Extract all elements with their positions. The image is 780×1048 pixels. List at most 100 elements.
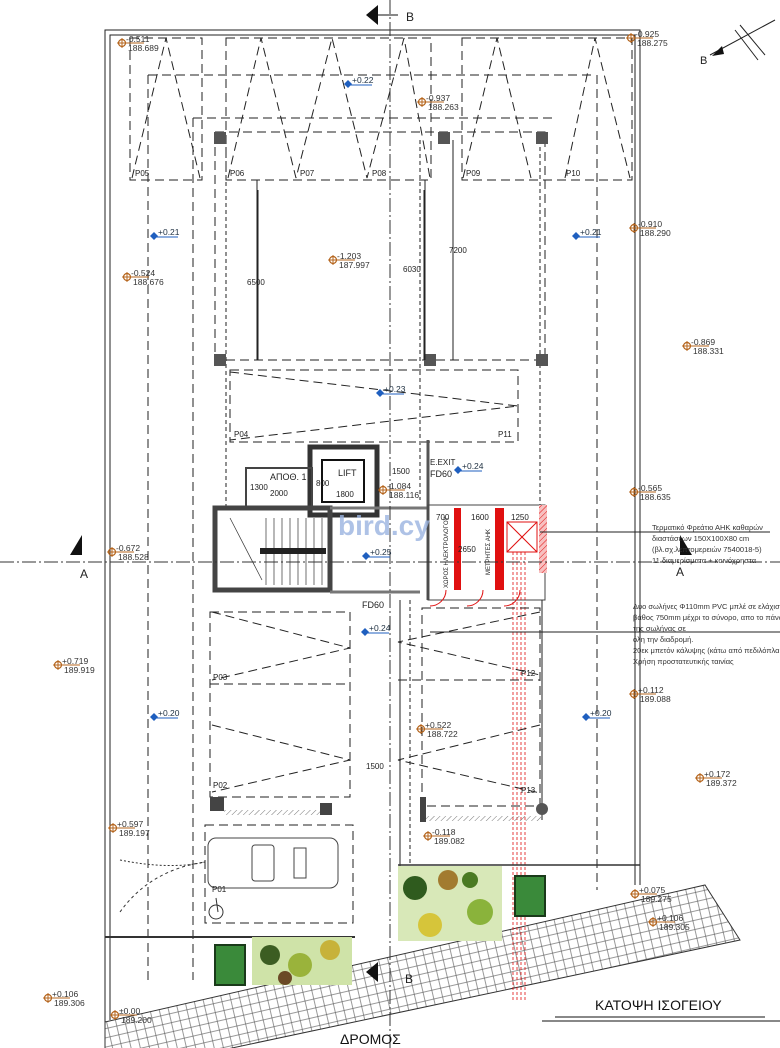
electrical-room-label: ΧΩΡΟΣ ΗΛΕΚΤΡΟΛΟΓΟΥ [444, 517, 450, 588]
relative-level: +0.719 [62, 656, 89, 666]
car-icon [119, 824, 354, 924]
meters-room-label: ΜΕΤΡΗΤΕΣ ΑΗΚ [486, 529, 492, 575]
floor-level-marker: +0.22 [344, 75, 374, 88]
floor-level-icon [454, 466, 462, 474]
floor-level-value: +0.20 [590, 708, 612, 718]
dimension-label: 1800 [336, 490, 354, 499]
absolute-level: 189.088 [640, 694, 671, 704]
dimension-label: 1250 [511, 513, 529, 522]
parking-label: P10 [566, 169, 581, 178]
meters-wall [495, 508, 504, 590]
absolute-level: 189.305 [659, 922, 690, 932]
note-line: (βλ.σχ.λεπτομερειών 7540018-5) [652, 545, 762, 554]
absolute-level: 189.082 [434, 836, 465, 846]
parking-label: P09 [466, 169, 481, 178]
section-mark-b-top: B [406, 10, 414, 24]
fire-door-label: FD60 [430, 469, 452, 479]
absolute-level: 188.722 [427, 729, 458, 739]
parking-label: P07 [300, 169, 315, 178]
planter-right [398, 866, 502, 941]
drawing-title: ΚΑΤΟΨΗ ΙΣΟΓΕΙΟΥ [595, 997, 722, 1013]
relative-level: -1.084 [387, 481, 411, 491]
relative-level: ±0.00 [119, 1006, 140, 1016]
floor-level-icon [361, 628, 369, 636]
note-line: Τερματικό Φρεάτιο ΑΗΚ καθαρών [652, 523, 763, 532]
absolute-level: 188.635 [640, 492, 671, 502]
floor-level-icon [582, 713, 590, 721]
pipes-note: Δύο σωλήνες Φ110mm PVC μπλέ σε ελάχιστοβ… [633, 602, 780, 666]
absolute-level: 188.116 [389, 490, 419, 500]
note-line: διαστάσεων 150X100X80 cm [652, 534, 749, 543]
parking-label: P12 [521, 669, 536, 678]
relative-level: +0.075 [639, 885, 666, 895]
waste-bin-right [514, 875, 546, 917]
floor-level-marker: +0.20 [150, 708, 180, 721]
relative-level: +0.112 [638, 685, 664, 695]
dimension-label: 1600 [471, 513, 489, 522]
absolute-level: 188.290 [640, 228, 671, 238]
relative-level: +0.522 [425, 720, 452, 730]
note-line: Χρήση προστατευτικής ταινίας [633, 657, 734, 666]
waste-bin-left [214, 944, 246, 986]
dimension-label: 6500 [247, 278, 265, 287]
relative-level: +0.597 [117, 819, 144, 829]
floor-level-icon [376, 389, 384, 397]
relative-level: -1.203 [337, 251, 361, 261]
absolute-level: 189.275 [641, 894, 672, 904]
dimension-label: 7200 [449, 246, 467, 255]
floor-level-marker: +0.20 [582, 708, 612, 721]
road-label: ΔΡΟΜΟΣ [340, 1031, 401, 1047]
property-boundary [104, 29, 641, 1022]
floor-level-value: +0.22 [352, 75, 374, 85]
parking-label: P08 [372, 169, 387, 178]
floor-level-value: +0.21 [580, 227, 602, 237]
fire-door-label: FD60 [362, 600, 384, 610]
planter-left [252, 937, 352, 985]
absolute-level: 188.275 [637, 38, 668, 48]
note-line: 11 διαμερίσματα + κοινόχρηστα [652, 556, 757, 565]
watermark: bird.cy [338, 510, 430, 541]
parking-label: P04 [234, 430, 249, 439]
lift-label: LIFT [338, 468, 357, 478]
relative-level: -0.937 [426, 93, 450, 103]
relative-level: -0.565 [638, 483, 662, 493]
floor-level-value: +0.25 [370, 547, 392, 557]
section-mark-a-right: A [676, 565, 684, 579]
floor-level-value: +0.24 [369, 623, 391, 633]
electrical-wall [454, 508, 461, 590]
parking-label: P03 [213, 673, 228, 682]
absolute-level: 189.197 [119, 828, 150, 838]
floor-level-marker: +0.25 [362, 547, 392, 560]
floor-level-icon [572, 232, 580, 240]
relative-level: +0.172 [704, 769, 731, 779]
road-paving [104, 884, 741, 1048]
dimension-label: 700 [436, 513, 450, 522]
wheelchair-icon [208, 897, 224, 920]
note-line: όλη την διαδρομή. [633, 635, 693, 644]
note-line: της σωλήνας σε [633, 624, 687, 633]
building-structure [105, 131, 640, 1000]
absolute-level: 188.528 [118, 552, 149, 562]
parking-label: P01 [212, 885, 227, 894]
floor-level-icon [344, 80, 352, 88]
absolute-level: 189.919 [64, 665, 95, 675]
storage-label: ΑΠΟΘ. 1 [270, 472, 307, 482]
parking-label: P02 [213, 781, 228, 790]
absolute-level: 188.263 [428, 102, 459, 112]
